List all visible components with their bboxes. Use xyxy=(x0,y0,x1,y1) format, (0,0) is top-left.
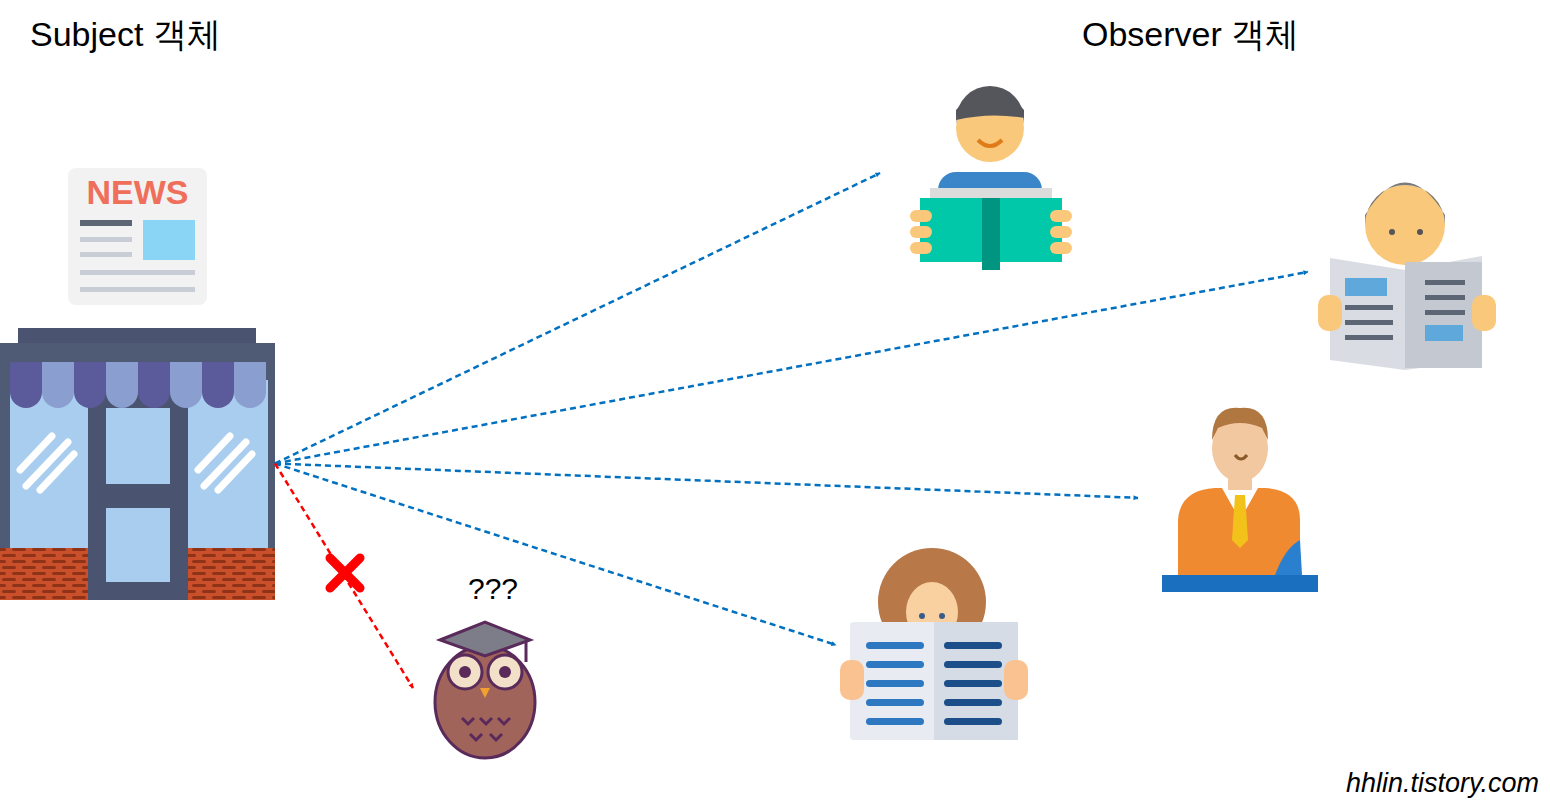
watermark: hhlin.tistory.com xyxy=(1346,768,1539,799)
observer-reader xyxy=(836,545,1032,743)
store-sign: NEWS xyxy=(68,174,207,211)
observer-reader xyxy=(880,75,1075,270)
observer-reader xyxy=(1138,405,1320,595)
dashed-arrow xyxy=(275,272,1308,464)
dashed-arrow xyxy=(275,463,1138,497)
unsubscribed-owl: ??? xyxy=(413,568,548,760)
news-store xyxy=(0,328,275,600)
observer-reader xyxy=(1308,175,1498,370)
subject-store: NEWS xyxy=(68,168,275,600)
column-heading: Observer 객체 xyxy=(1082,12,1299,58)
reader-suit xyxy=(1162,408,1318,592)
dashed-arrow xyxy=(275,173,880,463)
owl xyxy=(435,622,535,758)
dashed-arrow xyxy=(275,463,413,688)
dashed-arrow xyxy=(275,463,836,645)
question-mark: ??? xyxy=(463,572,523,605)
news-sign xyxy=(68,168,207,305)
reader-book xyxy=(910,86,1072,270)
column-heading: Subject 객체 xyxy=(30,12,221,58)
reader-woman xyxy=(840,548,1028,740)
reader-newspaper xyxy=(1318,183,1496,371)
